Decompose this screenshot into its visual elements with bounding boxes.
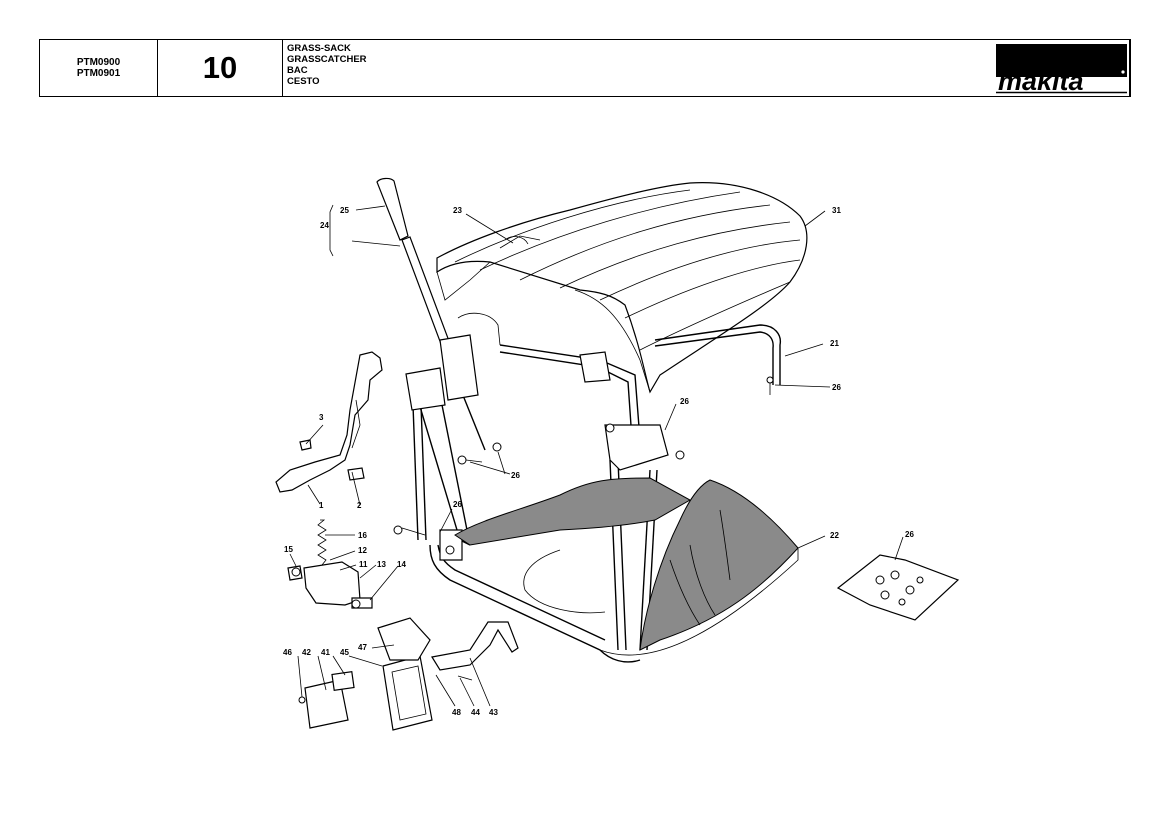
bracket-plate: [275, 351, 383, 493]
callout-31: 31: [832, 206, 841, 215]
callout-26-kit: 26: [905, 530, 914, 539]
callout-26-center: 26: [511, 471, 520, 480]
title-block: PTM0900 PTM0901 10 GRASS-SACK GRASSCATCH…: [39, 39, 1131, 97]
lid-cover: [436, 182, 808, 394]
callout-1: 1: [319, 501, 324, 510]
part-titles-cell: GRASS-SACK GRASSCATCHER BAC CESTO: [283, 40, 1130, 96]
callout-25: 25: [340, 206, 349, 215]
callout-11: 11: [359, 560, 368, 569]
callout-26-bracket: 26: [680, 397, 689, 406]
callout-26-right: 26: [832, 383, 841, 392]
callout-45: 45: [340, 648, 349, 657]
callout-42: 42: [302, 648, 311, 657]
callout-23: 23: [453, 206, 462, 215]
makita-logo: makita: [996, 44, 1127, 94]
callout-2: 2: [357, 501, 362, 510]
part-title: GRASSCATCHER: [287, 54, 367, 65]
callout-46: 46: [283, 648, 292, 657]
part-title: CESTO: [287, 76, 320, 87]
model-code: PTM0900: [76, 57, 121, 68]
callout-21: 21: [830, 339, 839, 348]
leader-lines: [289, 204, 904, 707]
callout-41: 41: [321, 648, 330, 657]
callout-labels: 25 24 23 31 21 26 26 26 26 22 26 3 1 2 1…: [283, 206, 914, 717]
callout-48: 48: [452, 708, 461, 717]
page-number-cell: 10: [158, 40, 283, 96]
brand-wordmark: makita: [998, 66, 1084, 94]
callout-13: 13: [377, 560, 386, 569]
latch-assembly: [298, 617, 519, 731]
hardware-kit: [836, 554, 960, 621]
part-title: GRASS-SACK: [287, 43, 351, 54]
handle-assembly: [376, 177, 501, 451]
callout-22: 22: [830, 531, 839, 540]
callout-43: 43: [489, 708, 498, 717]
model-codes-cell: PTM0900 PTM0901: [40, 40, 158, 96]
page-number: 10: [202, 50, 238, 85]
callout-16: 16: [358, 531, 367, 540]
callout-47: 47: [358, 643, 367, 652]
grass-bag: [454, 477, 799, 656]
callout-44: 44: [471, 708, 480, 717]
frame: [405, 324, 782, 663]
callout-12: 12: [358, 546, 367, 555]
model-code: PTM0901: [76, 68, 121, 79]
callout-15: 15: [284, 545, 293, 554]
part-title: BAC: [287, 65, 308, 76]
callout-3: 3: [319, 413, 324, 422]
loose-hardware: [291, 376, 774, 609]
callout-26-left: 26: [453, 500, 462, 509]
callout-24: 24: [320, 221, 329, 230]
callout-14: 14: [397, 560, 406, 569]
